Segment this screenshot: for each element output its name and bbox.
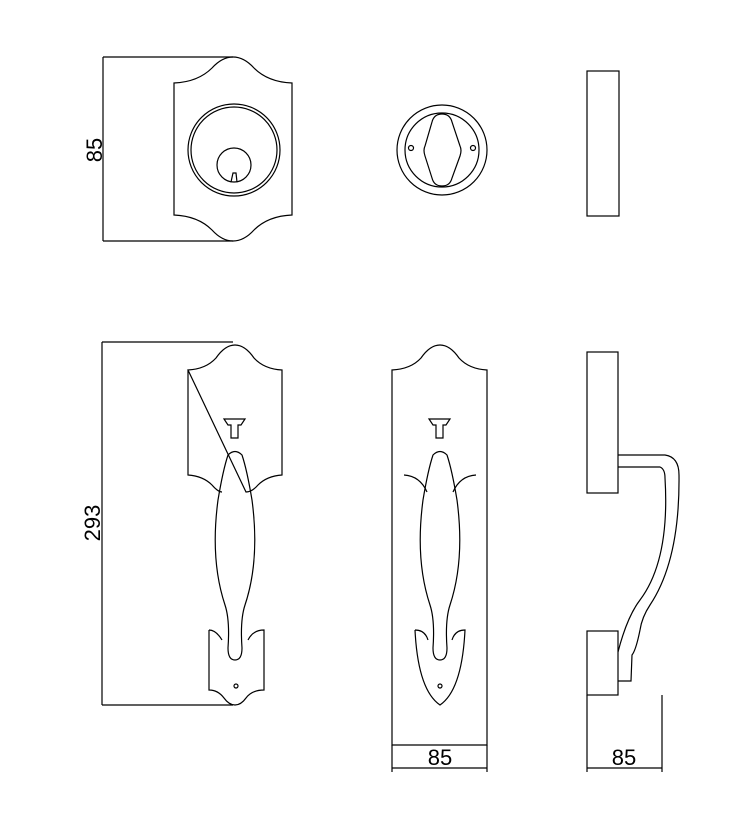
dimension-handleset-height: 293 [80,341,233,706]
deadbolt-front-view [173,56,293,242]
deadbolt-side-view [586,70,620,217]
handleset-long-plate-view [391,344,488,746]
dimension-deadbolt-height: 85 [82,56,233,242]
dimension-label-293: 293 [80,505,105,542]
dimension-label-85-width: 85 [428,745,452,770]
thumbturn-view [396,104,488,196]
handleset-side-view [586,351,680,696]
dimension-label-85-projection: 85 [612,745,636,770]
dimension-plate-width: 85 [391,745,488,772]
dimension-projection: 85 [586,695,663,772]
dimension-label-85-top: 85 [82,138,107,162]
handleset-front-view [187,344,283,706]
